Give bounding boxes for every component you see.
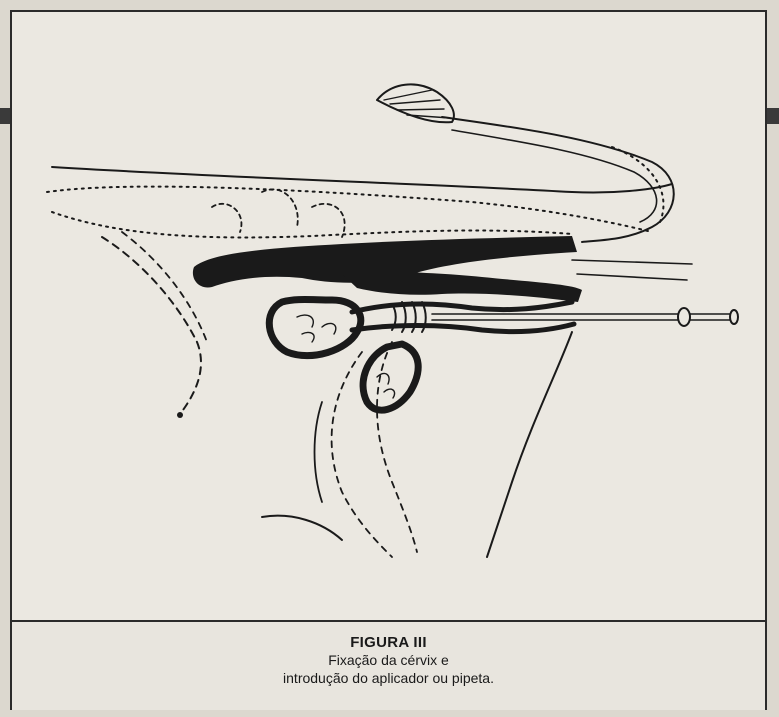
dotted-lobes xyxy=(212,189,345,237)
upper-contour-line xyxy=(52,167,672,193)
lower-loop xyxy=(363,344,418,410)
bottom-arc xyxy=(262,516,342,540)
caption-line-1: Fixação da cérvix e xyxy=(12,651,765,669)
figure-frame: FIGURA III Fixação da cérvix e introduçã… xyxy=(10,10,767,710)
left-thin-curve xyxy=(315,402,323,502)
curled-stalk-inner xyxy=(452,130,657,222)
cervix-band xyxy=(352,302,572,312)
cervix-applicator-diagram xyxy=(12,12,765,620)
anatomical-illustration xyxy=(12,12,765,620)
cervix-band-lower xyxy=(352,324,574,332)
stalk-dotted xyxy=(612,147,663,222)
left-dashed-contour xyxy=(102,237,201,414)
figure-title: FIGURA III xyxy=(12,634,765,651)
pipette-bulb xyxy=(678,308,690,326)
dark-mass-lower xyxy=(342,272,582,302)
left-dashed-contour-inner xyxy=(122,232,207,342)
pipette-end xyxy=(730,310,738,324)
dotted-tissue-band xyxy=(47,187,652,238)
right-body-curve xyxy=(487,332,572,557)
ovary-loop-outer xyxy=(269,300,361,356)
caption-line-2: introdução do aplicador ou pipeta. xyxy=(12,669,765,687)
ovary-inner-cells xyxy=(297,315,336,342)
right-connector-lines xyxy=(572,260,692,280)
small-dot xyxy=(177,412,183,418)
curled-stalk xyxy=(442,117,674,242)
caption-box: FIGURA III Fixação da cérvix e introduçã… xyxy=(12,620,765,710)
